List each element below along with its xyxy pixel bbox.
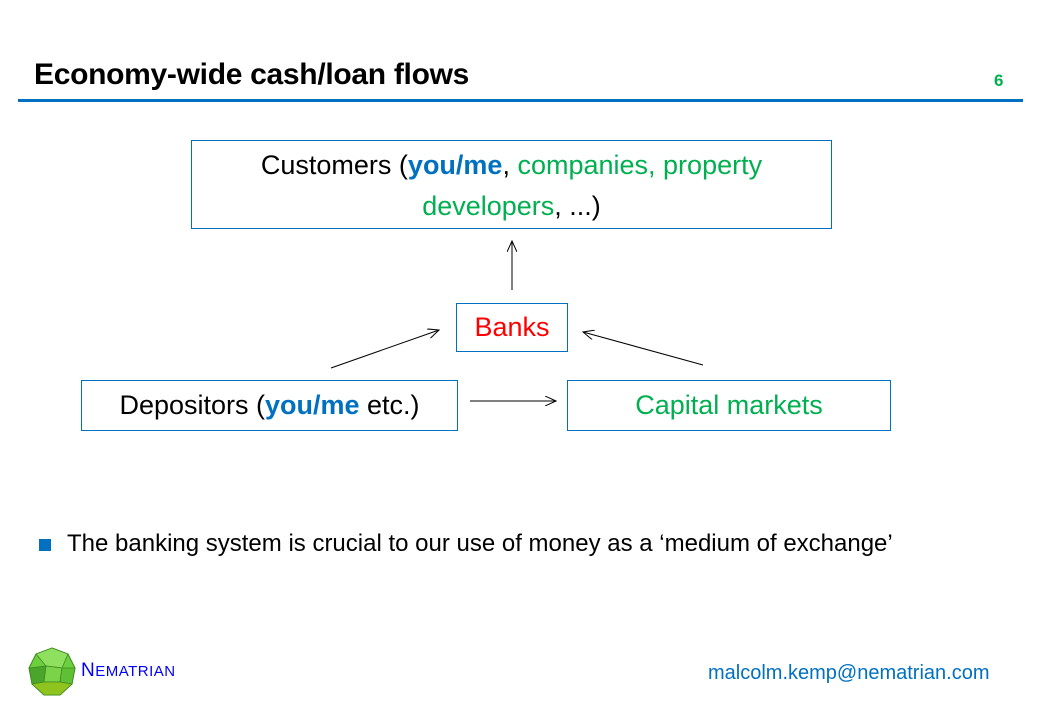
nematrian-logo-icon — [28, 647, 76, 696]
arrow-capital-to-banks — [583, 332, 704, 366]
slide-title: Economy-wide cash/loan flows — [34, 58, 470, 91]
customers-developers: developers — [422, 191, 555, 221]
banks-box: Banks — [456, 303, 568, 352]
customers-sep: , — [502, 150, 518, 180]
customers-suffix: , ...) — [554, 191, 601, 221]
capital-markets-label: Capital markets — [635, 390, 823, 420]
banks-label: Banks — [474, 312, 550, 342]
logo-rest-letters: EMATRIAN — [95, 663, 176, 680]
customers-companies: companies, property — [517, 150, 763, 180]
logo-first-letter: N — [81, 660, 96, 681]
customers-you-me: you/me — [407, 150, 503, 180]
customers-box: Customers (you/me, companies, property d… — [191, 140, 832, 229]
depositors-suffix: etc.) — [359, 390, 420, 420]
bullet-text: The banking system is crucial to our use… — [67, 530, 893, 557]
depositors-you-me: you/me — [265, 390, 360, 420]
depositors-box: Depositors (you/me etc.) — [81, 380, 458, 431]
bullet-marker — [39, 539, 51, 551]
page-number: 6 — [994, 71, 1004, 90]
capital-markets-box: Capital markets — [567, 380, 891, 431]
depositors-prefix: Depositors ( — [119, 390, 265, 420]
arrow-depositors-to-banks — [330, 330, 439, 369]
customers-prefix: Customers ( — [260, 150, 408, 180]
nematrian-logo-text: NEMATRIAN — [81, 660, 176, 682]
title-divider — [18, 99, 1023, 102]
author-email: malcolm.kemp@nematrian.com — [708, 662, 990, 684]
